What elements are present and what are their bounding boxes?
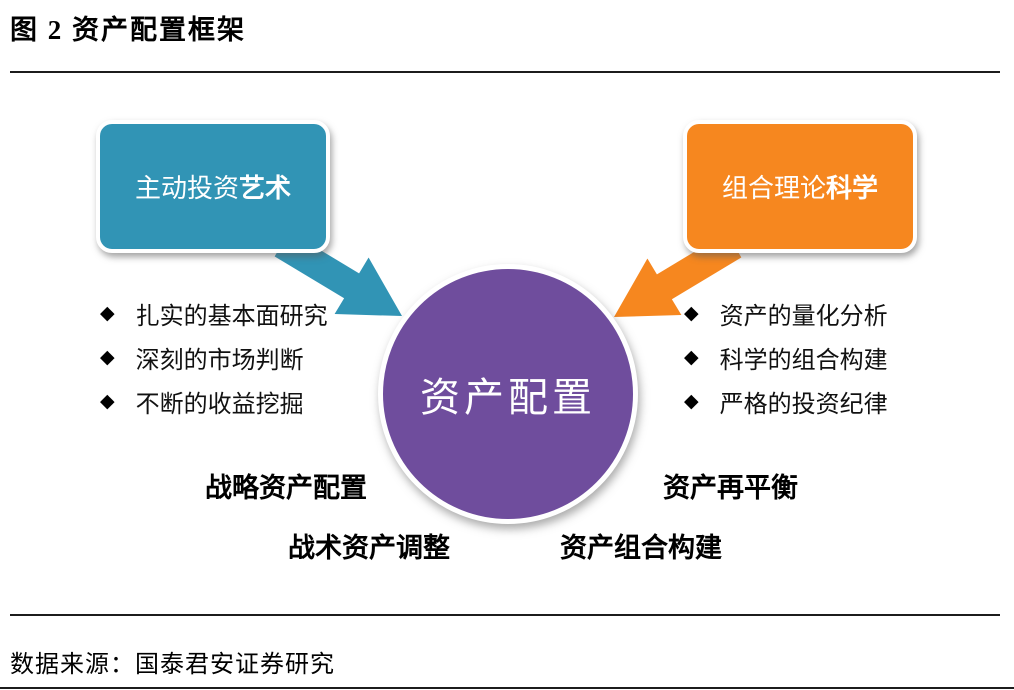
bullet-text: 扎实的基本面研究	[135, 302, 328, 330]
active-investing-label-bold: 艺术	[239, 173, 292, 203]
diamond-bullet-icon: ◆	[100, 390, 115, 412]
data-source-note: 数据来源：国泰君安证券研究	[10, 652, 335, 678]
portfolio-theory-bullet-list: ◆ 资产的量化分析 ◆ 科学的组合构建 ◆ 严格的投资纪律	[684, 291, 888, 423]
label-strategic-asset-allocation: 战略资产配置	[205, 473, 367, 503]
active-investing-label-regular: 主动投资	[134, 173, 239, 203]
label-asset-rebalancing: 资产再平衡	[663, 473, 798, 503]
asset-allocation-label: 资产配置	[420, 376, 596, 420]
list-item: ◆ 扎实的基本面研究	[100, 291, 328, 335]
list-item: ◆ 资产的量化分析	[684, 291, 888, 335]
list-item: ◆ 严格的投资纪律	[684, 379, 888, 423]
portfolio-theory-label-regular: 组合理论	[721, 173, 826, 203]
diamond-bullet-icon: ◆	[684, 390, 699, 412]
asset-allocation-circle: 资产配置	[378, 264, 638, 524]
bullet-text: 资产的量化分析	[719, 302, 888, 330]
active-investing-box: 主动投资艺术	[96, 120, 330, 253]
diamond-bullet-icon: ◆	[100, 302, 115, 324]
list-item: ◆ 不断的收益挖掘	[100, 379, 328, 423]
portfolio-theory-label-bold: 科学	[826, 173, 879, 203]
active-investing-label: 主动投资艺术	[135, 168, 291, 205]
portfolio-theory-label: 组合理论科学	[722, 168, 878, 205]
bullet-text: 不断的收益挖掘	[135, 390, 304, 418]
active-investing-bullet-list: ◆ 扎实的基本面研究 ◆ 深刻的市场判断 ◆ 不断的收益挖掘	[100, 291, 328, 423]
bullet-text: 严格的投资纪律	[719, 390, 888, 418]
list-item: ◆ 深刻的市场判断	[100, 335, 328, 379]
top-divider	[10, 71, 1000, 73]
portfolio-theory-box: 组合理论科学	[683, 120, 917, 253]
diamond-bullet-icon: ◆	[684, 346, 699, 368]
diamond-bullet-icon: ◆	[684, 302, 699, 324]
bullet-text: 深刻的市场判断	[135, 346, 304, 374]
figure-title: 图 2 资产配置框架	[10, 15, 246, 45]
list-item: ◆ 科学的组合构建	[684, 335, 888, 379]
page-bottom-border	[0, 687, 1014, 689]
diamond-bullet-icon: ◆	[100, 346, 115, 368]
bottom-divider	[10, 614, 1000, 616]
label-tactical-asset-adjustment: 战术资产调整	[288, 533, 450, 563]
bullet-text: 科学的组合构建	[719, 346, 888, 374]
label-portfolio-construction: 资产组合构建	[560, 533, 722, 563]
